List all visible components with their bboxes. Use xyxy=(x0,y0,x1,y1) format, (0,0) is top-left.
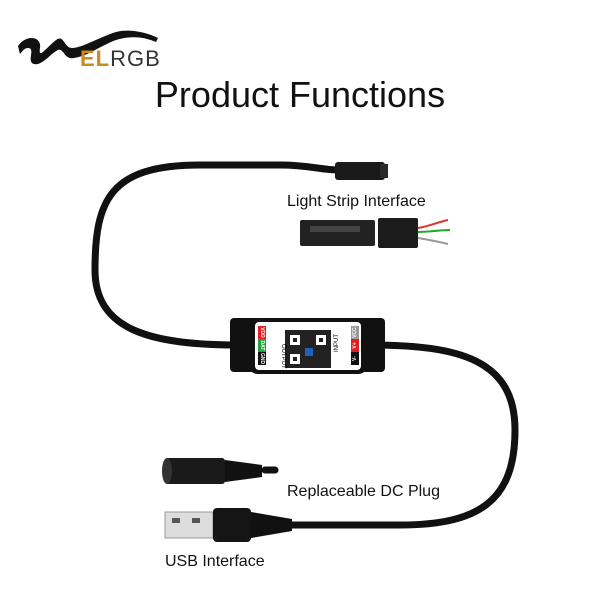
usb-plug xyxy=(164,508,292,542)
output-label: OUTPUT xyxy=(280,344,286,369)
brand-rest: RGB xyxy=(110,46,161,71)
dc-plug-label: Replaceable DC Plug xyxy=(287,483,440,500)
brand-name: ELRGB xyxy=(80,46,161,72)
light-strip-interface-label: Light Strip Interface xyxy=(287,193,426,210)
input-pin-vcc: VCC xyxy=(352,327,358,338)
light-strip-connector-pair xyxy=(300,218,451,248)
logo-swoosh-icon xyxy=(18,30,158,65)
input-pin-vplus: V+ xyxy=(352,342,358,348)
strip-connector xyxy=(335,162,385,180)
output-pin-dat: DAT xyxy=(259,341,265,351)
cable-to-usb xyxy=(286,341,519,529)
dc-plug xyxy=(162,458,262,484)
output-pin-gnd: GND xyxy=(259,353,265,365)
page-title: Product Functions xyxy=(154,74,446,115)
brand-highlight: EL xyxy=(80,46,111,71)
input-pin-vminus: V- xyxy=(352,356,358,361)
usb-interface-label: USB Interface xyxy=(165,553,265,570)
output-pin-vdd: VDD xyxy=(259,327,265,338)
bluetooth-controller: VDD DAT GND VCC V+ V- OUTPUT INPUT xyxy=(230,318,385,374)
input-label: INPUT xyxy=(334,334,340,352)
cable-to-strip xyxy=(91,161,344,349)
